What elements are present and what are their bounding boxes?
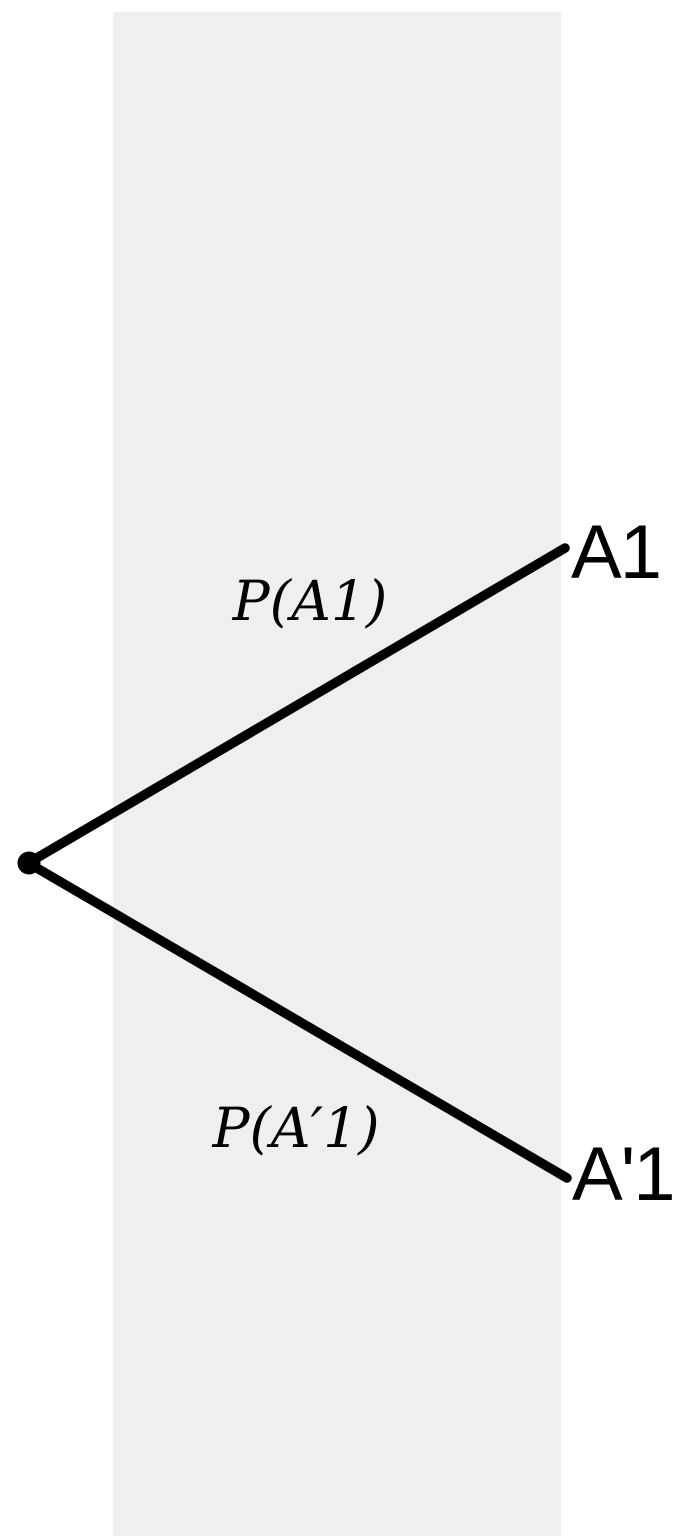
probability-label-a1: P(A1) [232,569,388,633]
branch-edge-a-prime-1 [25,859,572,1183]
outcome-label-a-prime-1: A'1 [572,1132,673,1217]
branch-edge-a1 [25,543,570,867]
outcome-label-a1: A1 [571,510,660,595]
tree-edges [25,543,572,1183]
root-node-dot [17,851,41,875]
probability-label-a-prime-1: P(A′1) [211,1096,379,1160]
